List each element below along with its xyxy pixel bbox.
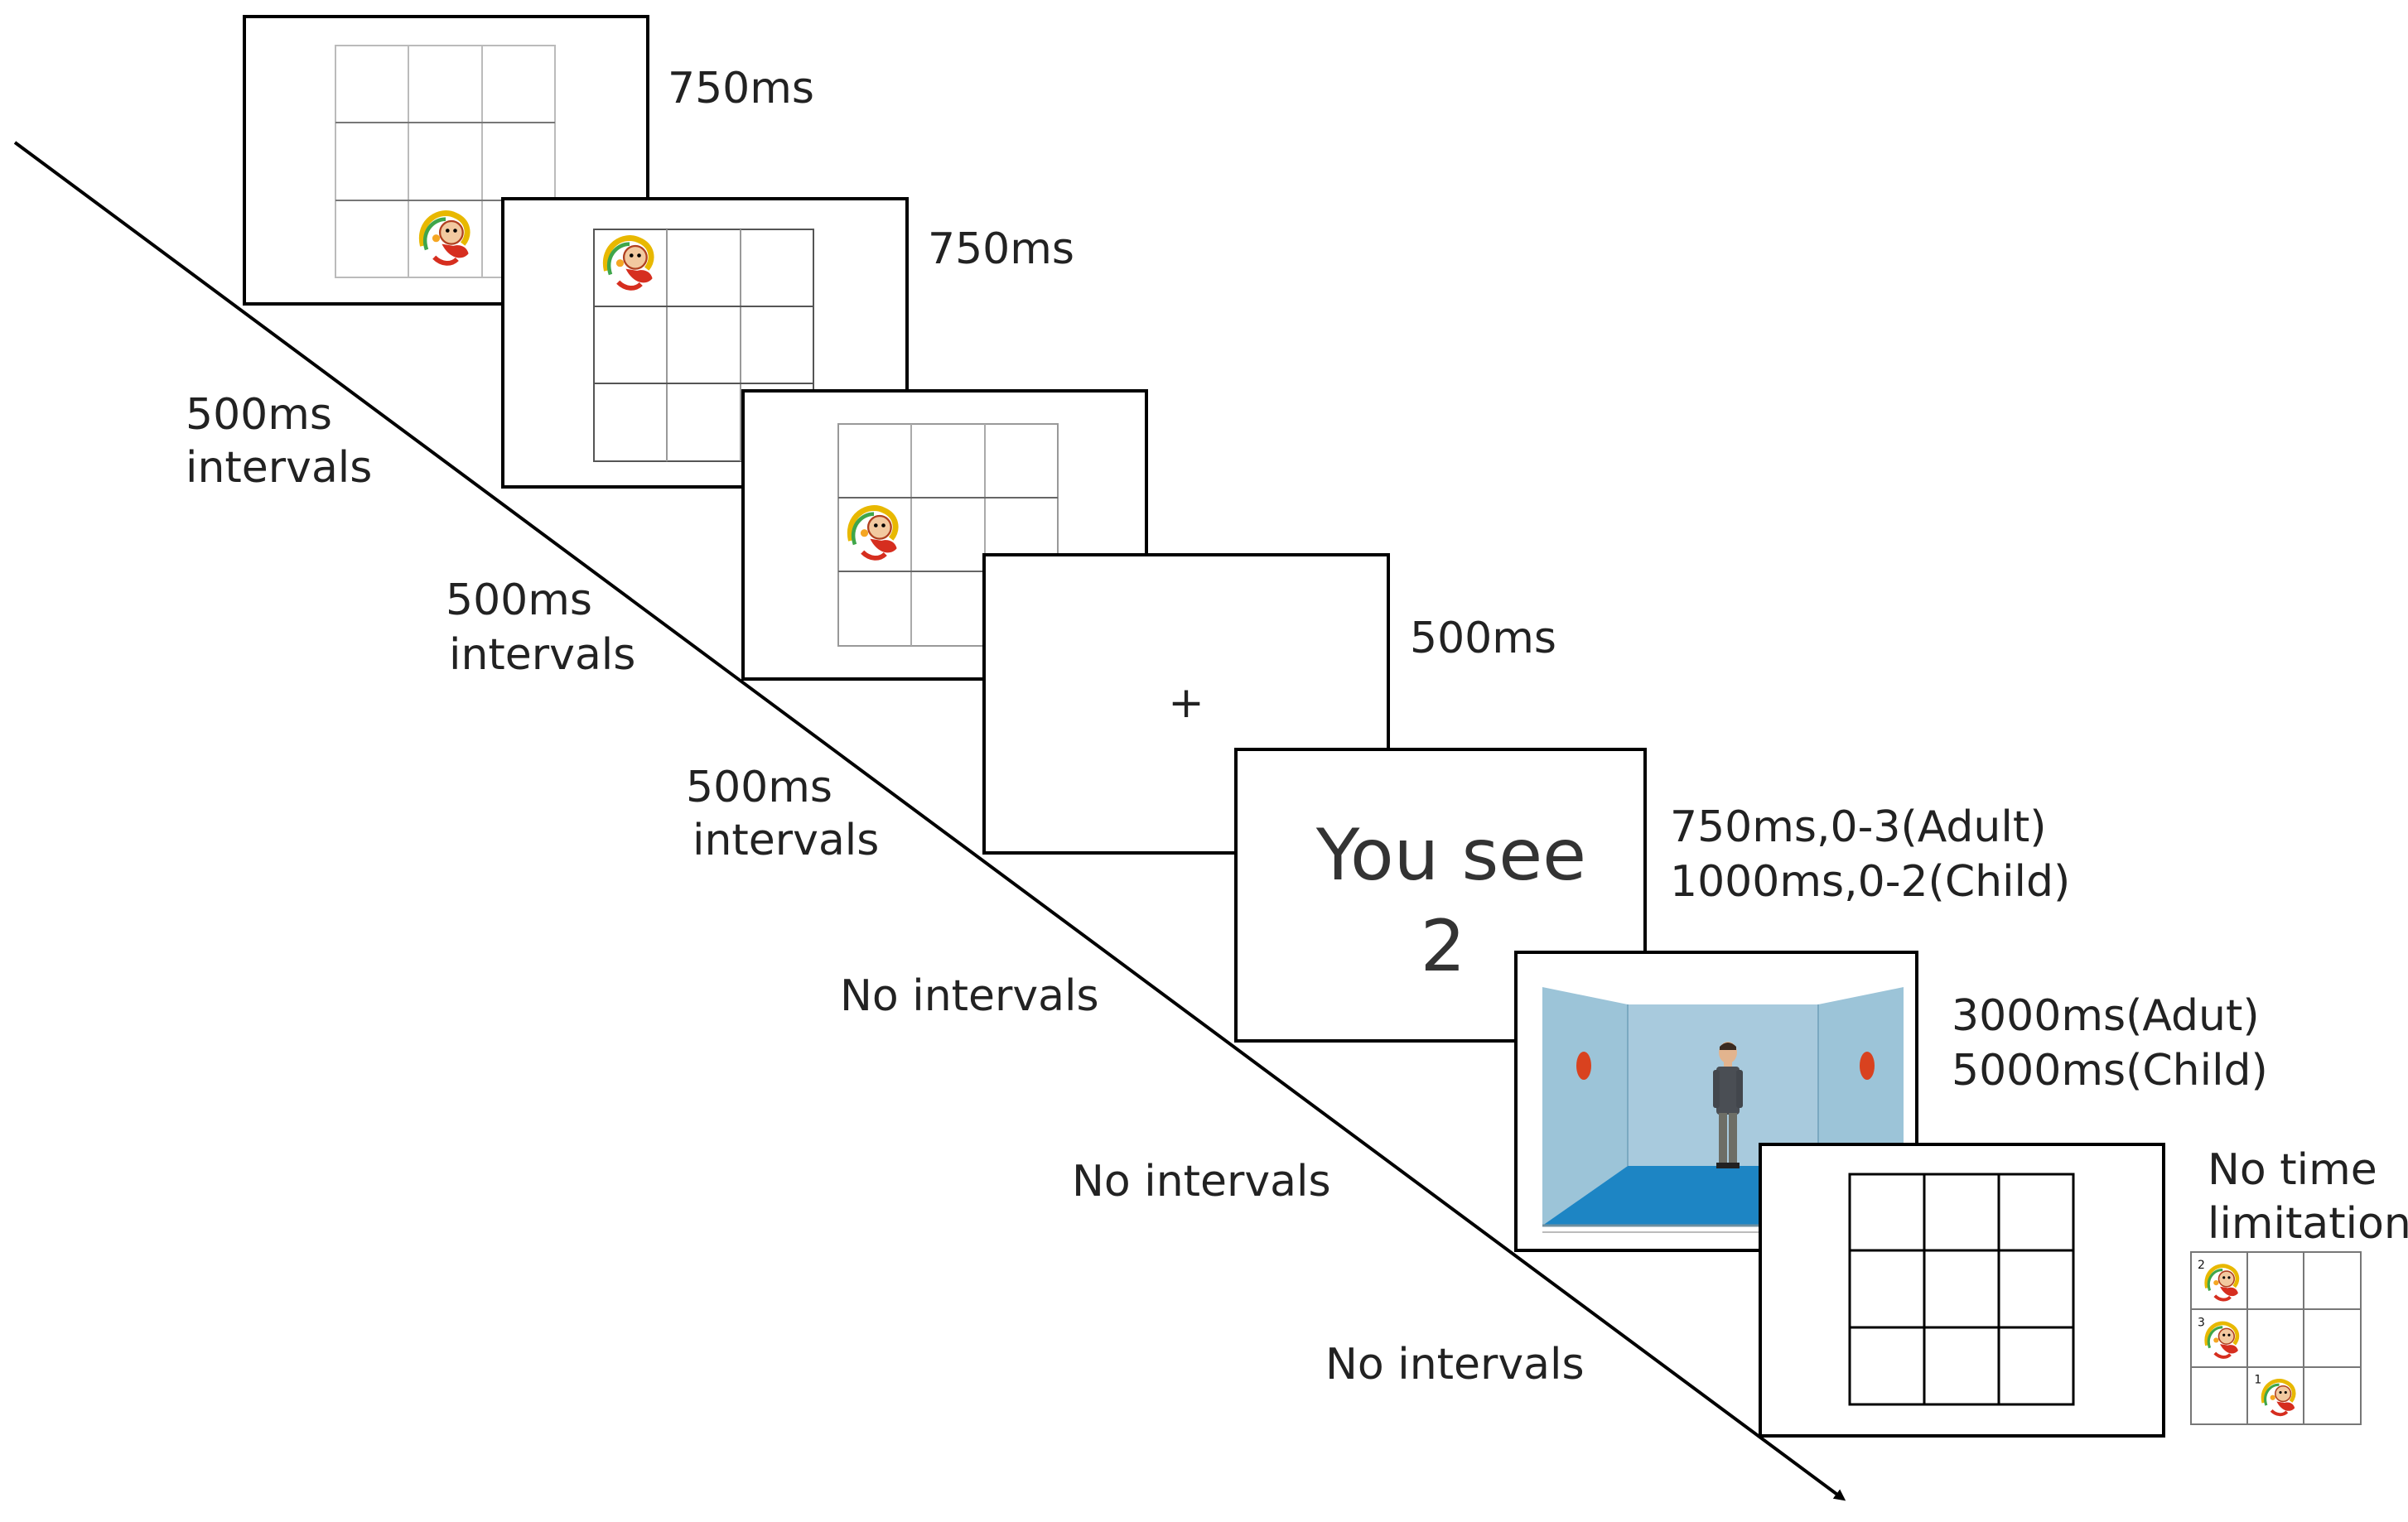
response-note-line2: limitation	[2208, 1199, 2408, 1249]
timeline-arrow	[13, 141, 1846, 1501]
interval-1-line1: 500ms	[186, 390, 332, 440]
interval-6: No intervals	[1325, 1340, 1585, 1390]
interval-5: No intervals	[1072, 1157, 1331, 1207]
grid-stim1	[335, 45, 556, 278]
person-figure	[1713, 1042, 1743, 1168]
right-button	[1860, 1052, 1875, 1080]
duration-fixation: 500ms	[1410, 614, 1556, 663]
interval-1-line2: intervals	[186, 443, 372, 493]
fixation-cross: +	[1168, 678, 1204, 728]
grid-response	[1848, 1173, 2075, 1406]
answer-order-label: 2	[2198, 1259, 2205, 1272]
interval-2-line2: intervals	[449, 630, 635, 680]
answer-order-label: 3	[2198, 1316, 2205, 1329]
duration-stim1: 750ms	[668, 64, 814, 113]
duration-room-child: 5000ms(Child)	[1952, 1046, 2268, 1096]
interval-4: No intervals	[840, 971, 1099, 1021]
duration-room-adult: 3000ms(Adut)	[1952, 991, 2260, 1041]
interval-2-line1: 500ms	[446, 576, 592, 625]
response-note-line1: No time	[2208, 1145, 2377, 1195]
screen-response	[1759, 1143, 2165, 1438]
left-button	[1576, 1052, 1591, 1080]
duration-stim2: 750ms	[928, 224, 1074, 274]
you-see-number: 2	[1421, 905, 1466, 988]
duration-you-see-adult: 750ms,0-3(Adult)	[1670, 802, 2047, 852]
duration-you-see-child: 1000ms,0-2(Child)	[1670, 857, 2070, 907]
grid-stim3	[837, 423, 1059, 647]
interval-3-line2: intervals	[692, 816, 879, 865]
answer-order-label: 1	[2254, 1374, 2261, 1387]
you-see-text: You see	[1315, 814, 1586, 897]
interval-3-line1: 500ms	[686, 763, 832, 812]
answer-example-grid: 2 3 1	[2190, 1251, 2362, 1425]
grid-stim2	[593, 229, 814, 462]
